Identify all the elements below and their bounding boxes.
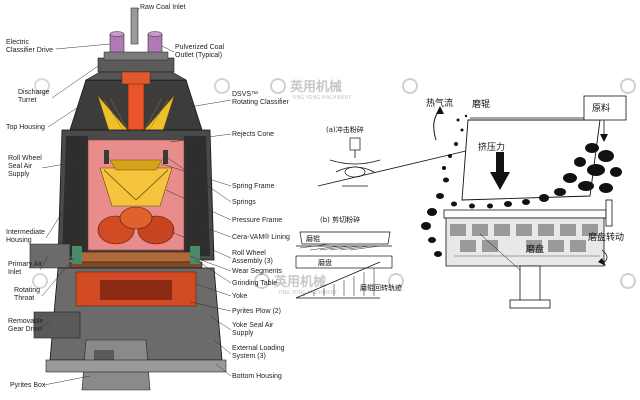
label-dsvs-2: Rotating Classifier [232, 99, 289, 106]
label-roll-seal-3: Supply [8, 171, 30, 178]
label-panel-a: (a)冲击粉碎 [326, 125, 364, 134]
label-yoke: Yoke [232, 293, 247, 300]
label-b-disc: 磨盘 [318, 258, 332, 267]
label-electric-2: Classifier Drive [6, 47, 53, 54]
label-yoke-seal-1: Yoke Seal Air [232, 322, 274, 329]
watermark-top-left [34, 78, 230, 94]
label-roll-assembly-2: Assembly (3) [232, 258, 273, 265]
label-wear-segments: Wear Segments [232, 268, 283, 275]
label-spring-frame: Spring Frame [232, 183, 275, 190]
label-cera-vam: Cera-VAM® Lining [232, 233, 290, 241]
label-springs: Springs [232, 199, 256, 206]
label-dsvs-1: DSVS™ [232, 91, 258, 98]
label-mill-disc: 磨盘 [526, 243, 544, 255]
label-pulverized-2: Outlet (Typical) [175, 52, 222, 59]
label-external-loading-1: External Loading [232, 345, 285, 352]
label-intermediate-1: Intermediate [6, 229, 45, 236]
label-discharge-1: Discharge [18, 89, 50, 96]
label-primary-air-2: Inlet [8, 269, 21, 276]
label-pulverized-1: Pulverized Coal [175, 44, 224, 51]
label-pyrites-plow: Pyrites Plow (2) [232, 308, 281, 315]
label-squeeze-force: 挤压力 [478, 141, 505, 153]
label-grinding-table: Grinding Table [232, 280, 277, 287]
label-rotating-throat-2: Throat [14, 295, 34, 302]
label-removable-gear-1: Removable [8, 318, 44, 325]
mill-disc [445, 217, 605, 267]
label-pyrites-box: Pyrites Box [10, 382, 46, 389]
watermark-brand-en: YING YONG MACHINERY [291, 95, 352, 101]
label-removable-gear-2: Gear Drive [8, 326, 42, 333]
left-callouts: Raw Coal Inlet Electric Classifier Drive… [6, 4, 290, 389]
label-b-roller: 磨辊 [306, 234, 320, 243]
label-yoke-seal-2: Supply [232, 330, 254, 337]
label-grinding-roller: 磨辊 [472, 98, 490, 110]
label-roll-seal-2: Seal Air [8, 163, 33, 170]
label-top-housing: Top Housing [6, 124, 45, 131]
grinding-principle-diagram: (a)冲击粉碎 (b) 剪切粉碎 磨辊 磨盘 磨辊回转轨迹 热气流 磨辊 挤压力 [295, 95, 627, 309]
watermark-brand-cn: 英用机械 [289, 79, 342, 95]
label-intermediate-2: Housing [6, 237, 32, 244]
label-roll-assembly-1: Roll Wheel [232, 250, 266, 257]
label-roll-seal-1: Roll Wheel [8, 155, 42, 162]
label-b-track: 磨辊回转轨迹 [360, 283, 402, 292]
label-rejects-cone: Rejects Cone [232, 131, 274, 138]
label-raw-material: 原料 [592, 102, 610, 114]
watermark-top-right: 英用机械 YING YONG MACHINERY [270, 78, 636, 101]
label-discharge-2: Turret [18, 97, 36, 104]
watermark-brand-cn-bottom: 英用机械 [273, 274, 326, 290]
material-particles [421, 114, 622, 257]
label-electric-1: Electric [6, 39, 29, 46]
label-raw-coal-inlet: Raw Coal Inlet [140, 4, 186, 11]
mill-cutaway-illustration [29, 7, 227, 391]
label-primary-air-1: Primary Air [8, 261, 43, 268]
label-external-loading-2: System (3) [232, 353, 266, 360]
label-panel-b: (b) 剪切粉碎 [320, 215, 360, 224]
label-rotating-throat-1: Rotating [14, 287, 40, 294]
label-bottom-housing: Bottom Housing [232, 373, 282, 380]
label-pressure-frame: Pressure Frame [232, 217, 282, 224]
label-disc-rotation: 磨盘转动 [588, 231, 624, 243]
label-hot-air: 热气流 [426, 97, 453, 109]
